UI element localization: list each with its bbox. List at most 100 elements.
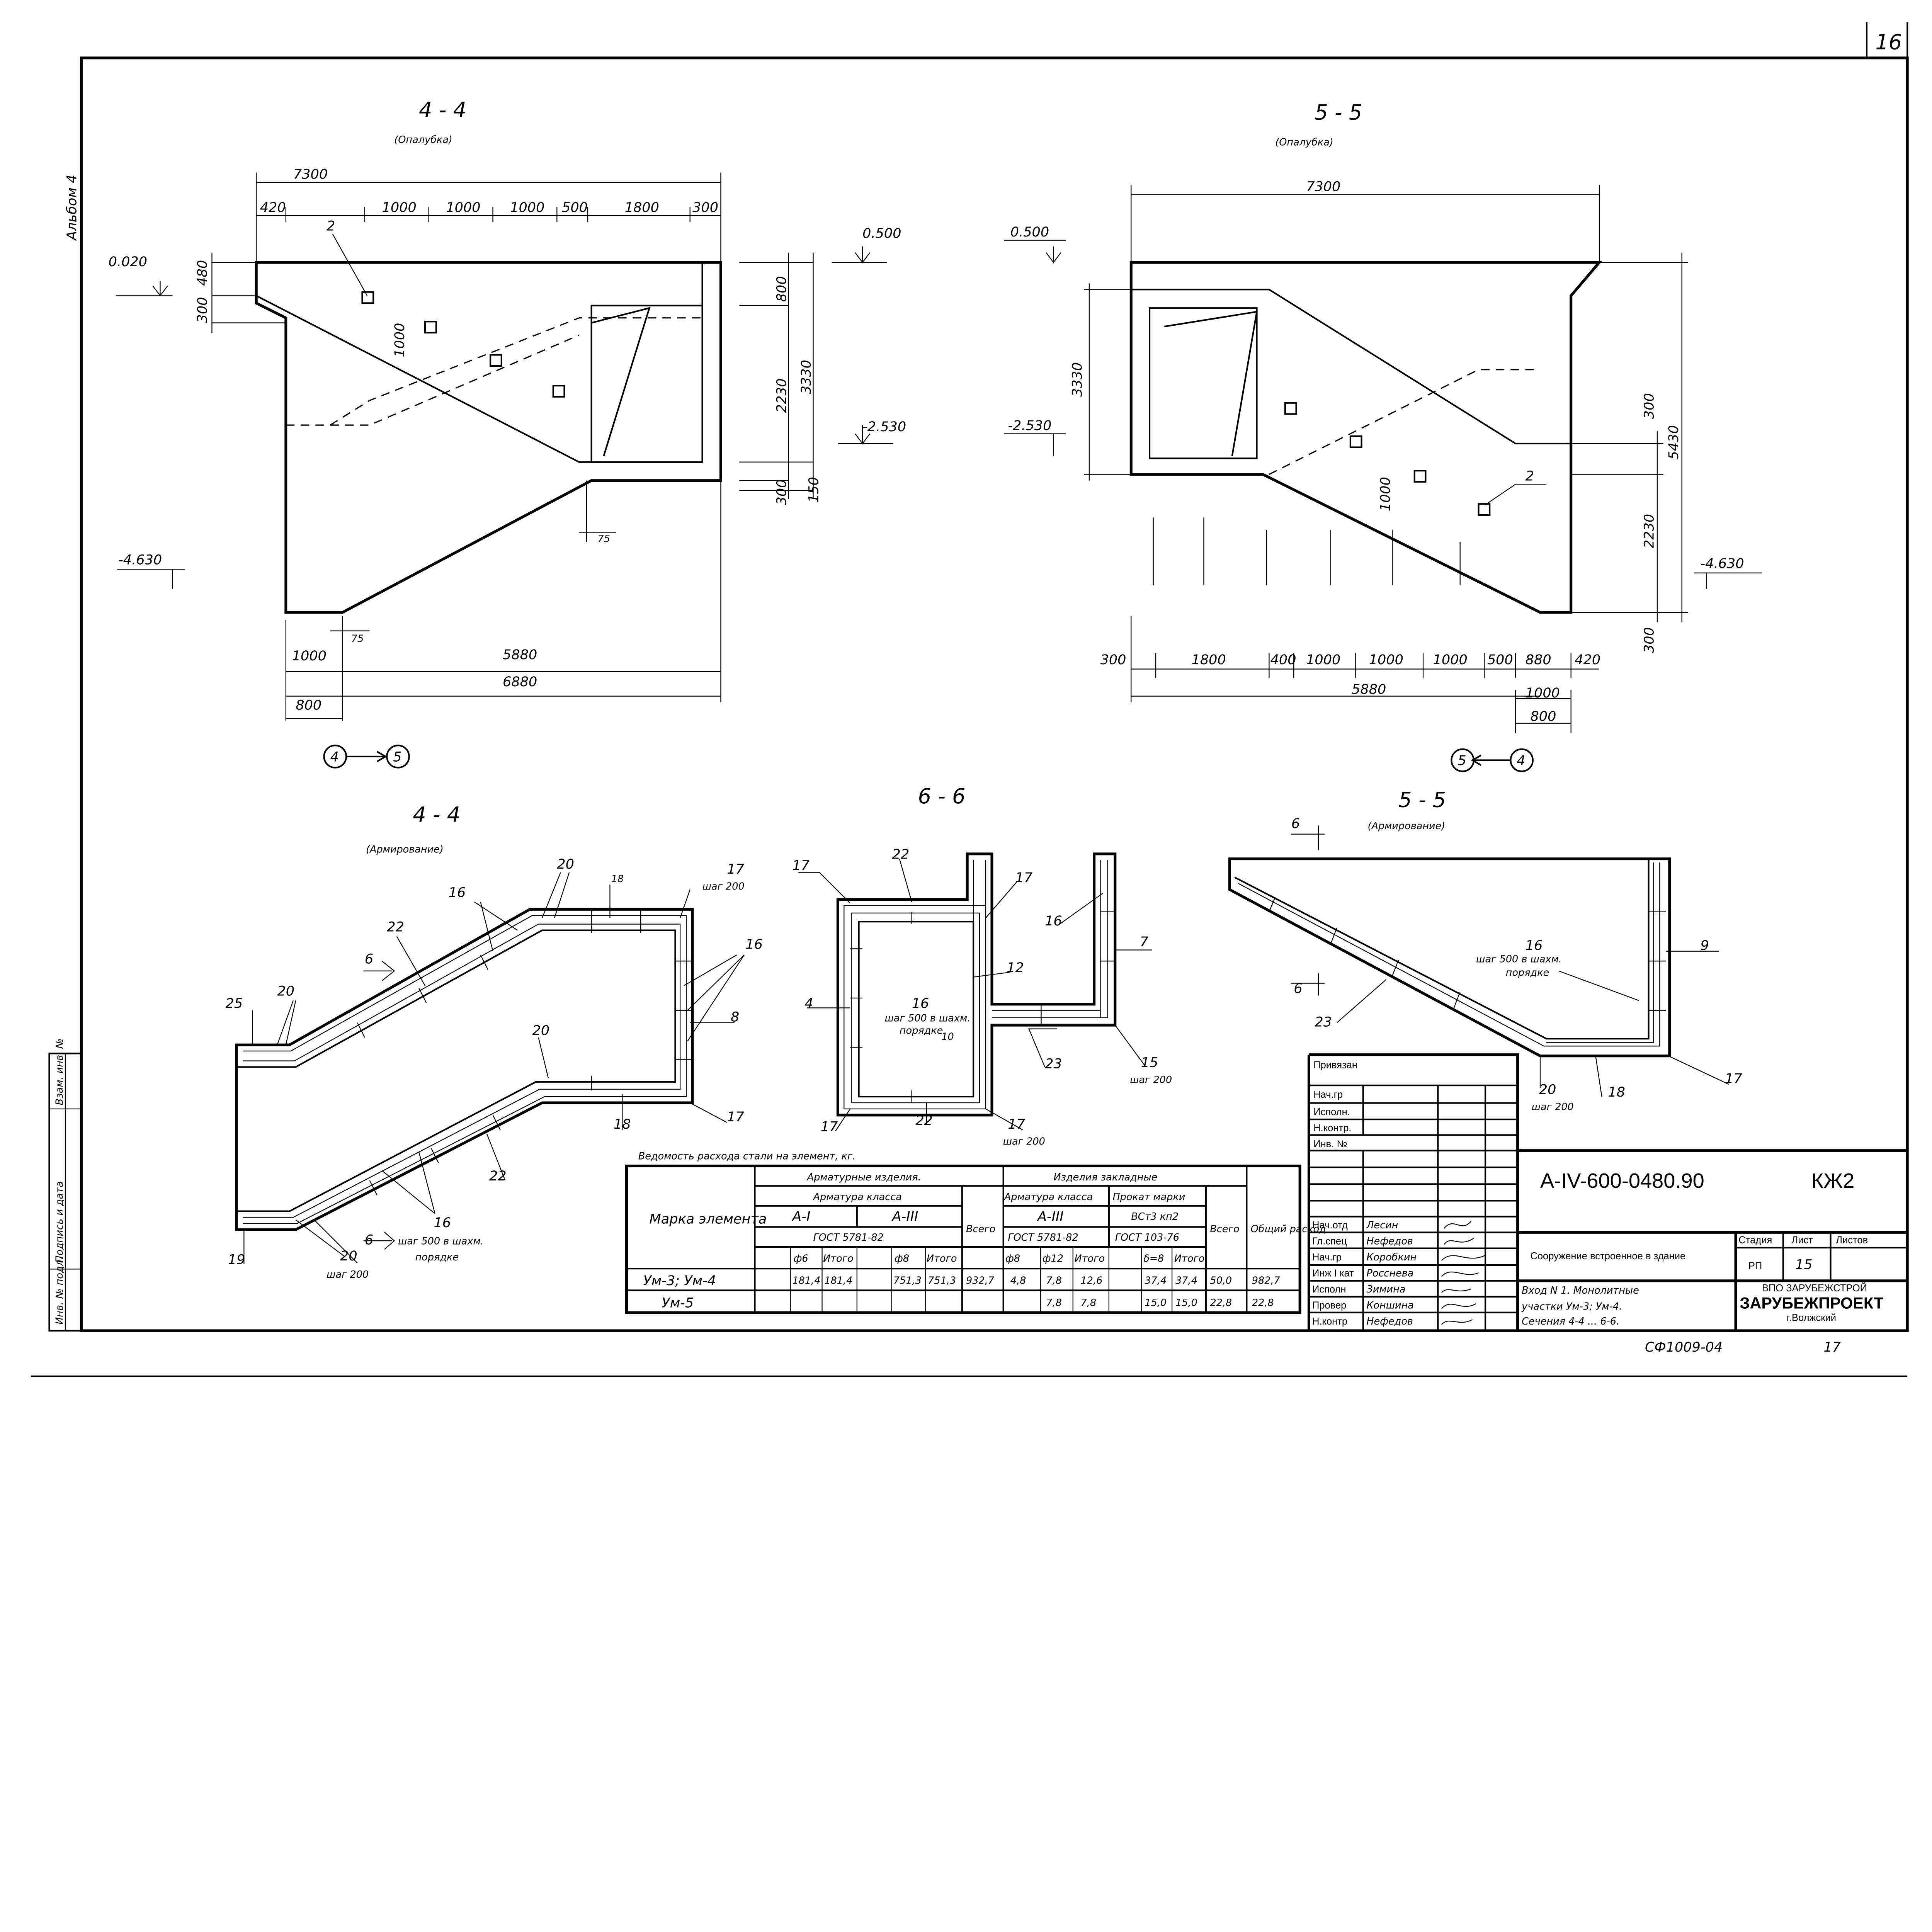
- drawing-label: 1000: [446, 199, 480, 215]
- drawing-label: 1000: [382, 199, 417, 215]
- drawing-label: Нач.гр: [1313, 1089, 1343, 1100]
- drawing-label: A-III: [1037, 1209, 1064, 1225]
- drawing-label: Зимина: [1366, 1284, 1405, 1295]
- sheet-number: 16: [1875, 30, 1902, 54]
- drawing-label: Лесин: [1366, 1219, 1398, 1231]
- drawing-label: Итого: [1174, 1253, 1205, 1264]
- drawing-label: 4: [804, 995, 813, 1011]
- drawing-label: шаг 200: [1003, 1136, 1045, 1147]
- drawing-label: Всего: [1210, 1223, 1239, 1235]
- drawing-label: Арматура класса: [1003, 1191, 1093, 1203]
- drawing-label: 5880: [1352, 681, 1386, 697]
- drawing-label: 17: [1008, 1116, 1025, 1132]
- drawing-label: 300: [774, 479, 789, 505]
- drawing-label: 300: [195, 297, 211, 323]
- drawing-label: Нефедов: [1366, 1236, 1413, 1247]
- drawing-label: 4: [330, 749, 339, 765]
- drawing-label: 1000: [292, 648, 327, 664]
- drawing-label: ф12: [1043, 1253, 1063, 1264]
- table-row: Ум-3; Ум-4 181,4 181,4 751,3 751,3 932,7…: [643, 1273, 1280, 1289]
- drawing-label: 420: [260, 199, 286, 215]
- drawing-label: Арматура класса: [813, 1191, 902, 1203]
- drawing-label: ГОСТ 5781-82: [813, 1232, 884, 1243]
- drawing-label: 1800: [1192, 652, 1226, 668]
- section-4-4-dimensions: 7300 420 1000 1000 1000 500 1800 300 480…: [109, 166, 906, 765]
- drawing-label: Сечения 4-4 ... 6-6.: [1522, 1316, 1619, 1327]
- drawing-label: Марка элемента: [649, 1211, 767, 1227]
- drawing-label: шаг 500 в шахм.: [1476, 953, 1562, 965]
- drawing-label: -2.530: [862, 419, 906, 435]
- drawing-label: 12,6: [1081, 1275, 1103, 1287]
- drawing-label: Н.контр: [1312, 1316, 1347, 1327]
- drawing-label: Нефедов: [1366, 1316, 1413, 1327]
- section-5-5-arm-marks: 6 9 16 шаг 500 в шахм. порядке 6 23 17 2…: [1291, 816, 1742, 1113]
- steel-table-title: Ведомость расхода стали на элемент, кг.: [638, 1151, 856, 1162]
- drawing-label: 6: [365, 1232, 373, 1248]
- drawing-label: Лист: [1791, 1235, 1813, 1245]
- drawing-label: 50,0: [1210, 1275, 1232, 1287]
- drawing-label: 1000: [1369, 652, 1403, 668]
- organization-name: ЗАРУБЕЖПРОЕКТ: [1740, 1294, 1884, 1312]
- drawing-label: 20: [532, 1023, 550, 1039]
- sheet-frame: [31, 22, 1909, 1377]
- drawing-label: 20: [557, 856, 574, 872]
- drawing-label: 75: [351, 633, 364, 645]
- drawing-label: 4,8: [1010, 1275, 1026, 1287]
- drawing-label: 16: [434, 1215, 451, 1231]
- drawing-label: 982,7: [1252, 1275, 1280, 1287]
- drawing-label: 75: [598, 533, 610, 545]
- album-label: Альбом 4: [64, 175, 80, 241]
- drawing-label: 5430: [1666, 425, 1682, 459]
- drawing-label: 7: [1140, 934, 1148, 950]
- section-5-5-title: 5 - 5: [1315, 100, 1362, 124]
- drawing-label: шаг 200: [1130, 1074, 1172, 1086]
- drawing-label: 12: [1007, 960, 1024, 976]
- drawing-label: Росснева: [1366, 1268, 1413, 1279]
- drawing-label: 19: [228, 1252, 245, 1268]
- drawing-label: -4.630: [118, 552, 162, 568]
- signatures: [1441, 1221, 1485, 1325]
- drawing-label: шаг 200: [327, 1269, 369, 1281]
- drawing-label: Коробкин: [1366, 1252, 1417, 1263]
- drawing-label: 20: [1539, 1082, 1556, 1098]
- section-4-4-title: 4 - 4: [419, 98, 466, 122]
- drawing-label: Прокат марки: [1112, 1191, 1185, 1203]
- drawing-label: 880: [1526, 652, 1551, 668]
- drawing-label: 800: [774, 276, 789, 302]
- drawing-label: шаг 200: [702, 881, 745, 892]
- drawing-label: 2230: [774, 378, 789, 413]
- drawing-label: 22,8: [1252, 1297, 1274, 1309]
- stage-value: РП: [1748, 1260, 1762, 1271]
- drawing-label: Арматурные изделия.: [806, 1172, 921, 1183]
- sheet-value: 15: [1795, 1257, 1813, 1272]
- drawing-label: шаг 500 в шахм.: [398, 1236, 484, 1247]
- drawing-label: порядке: [415, 1252, 459, 1263]
- drawing-label: δ=8: [1143, 1253, 1164, 1264]
- title-block: Привязан Нач.гр Исполн. Н.контр. Инв. № …: [1307, 1053, 1908, 1331]
- drawing-label: 2230: [1641, 514, 1657, 548]
- drawing-label: 17: [1015, 870, 1033, 886]
- drawing-label: 1000: [1378, 477, 1393, 511]
- document-mark: КЖ2: [1811, 1169, 1855, 1192]
- drawing-label: 7300: [1306, 179, 1340, 194]
- section-5-5-reinforcement: [1228, 825, 1729, 1097]
- drawing-label: 37,4: [1145, 1275, 1167, 1287]
- drawing-label: 751,3: [893, 1275, 922, 1287]
- drawing-label: 15,0: [1145, 1297, 1167, 1309]
- drawing-label: 751,3: [928, 1275, 956, 1287]
- section-4-4-arm-subtitle: (Армирование): [366, 844, 444, 855]
- drawing-label: Гл.спец: [1312, 1236, 1347, 1247]
- drawing-label: 300: [692, 199, 718, 215]
- drawing-label: 22: [892, 847, 910, 862]
- drawing-label: Изделия закладные: [1053, 1172, 1157, 1183]
- drawing-label: 181,4: [824, 1275, 852, 1287]
- drawing-label: 18: [611, 873, 624, 885]
- drawing-label: 9: [1701, 938, 1709, 954]
- drawing-label: Привязан: [1313, 1060, 1357, 1071]
- drawing-label: Листов: [1836, 1235, 1868, 1245]
- drawing-label: 15,0: [1175, 1297, 1197, 1309]
- drawing-label: 17: [727, 1109, 744, 1125]
- drawing-label: A-I: [791, 1209, 810, 1225]
- object-name: Сооружение встроенное в здание: [1530, 1251, 1685, 1262]
